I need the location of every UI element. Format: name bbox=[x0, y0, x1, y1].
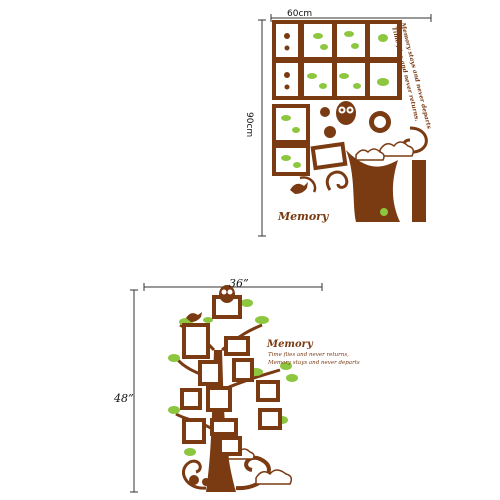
top-memory-title: Memory bbox=[278, 210, 329, 223]
bottom-quote-line2: Memory stays and never departs bbox=[268, 360, 360, 366]
bottom-dimension-lines bbox=[130, 283, 323, 493]
bottom-frame-windows bbox=[184, 299, 278, 452]
top-round-birds bbox=[320, 107, 391, 138]
top-owl bbox=[336, 101, 356, 125]
top-dimension-lines bbox=[258, 14, 432, 237]
bottom-leaves bbox=[168, 299, 298, 456]
top-height-label: 90cm bbox=[244, 112, 254, 138]
top-lower-frames bbox=[272, 104, 348, 176]
bottom-quote-line1: Time flies and never returns, bbox=[268, 352, 349, 358]
bottom-width-label: 36” bbox=[229, 277, 249, 290]
bottom-birds bbox=[186, 312, 210, 486]
bottom-height-label: 48” bbox=[114, 392, 134, 405]
bottom-owl bbox=[219, 285, 235, 303]
top-tree bbox=[290, 126, 428, 222]
top-width-label: 60cm bbox=[287, 9, 313, 19]
top-frame-grid bbox=[272, 20, 402, 100]
bottom-memory-title: Memory bbox=[267, 339, 313, 350]
